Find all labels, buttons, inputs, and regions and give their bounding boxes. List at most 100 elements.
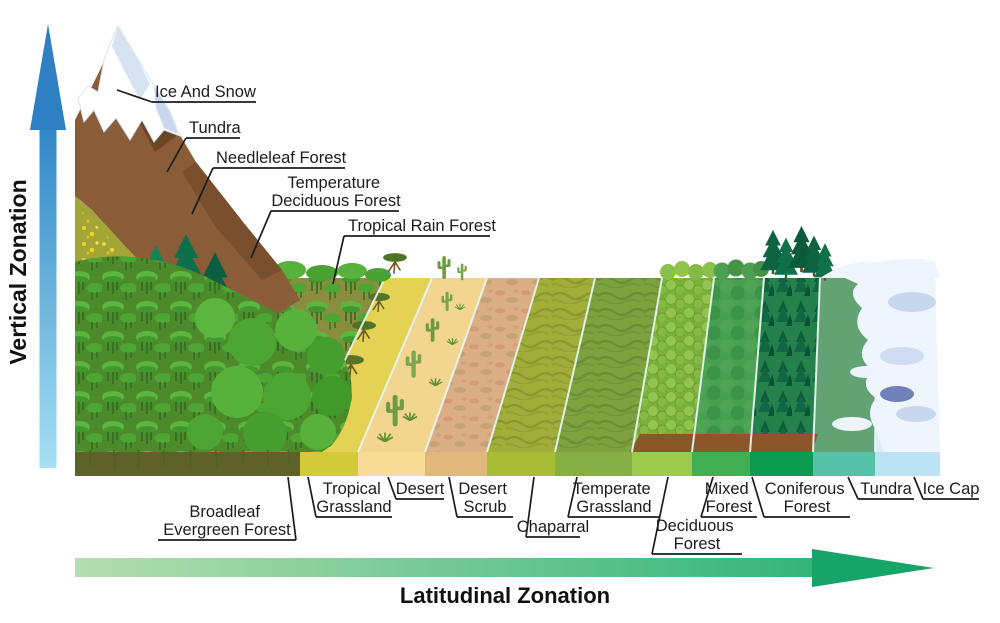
strip-desert xyxy=(358,278,487,452)
leader-tropical-grassland xyxy=(307,476,317,518)
vine-strand xyxy=(112,449,116,469)
band-tropical-grassland xyxy=(300,452,358,476)
vine-strand xyxy=(214,449,218,468)
leader-ice-and-snow xyxy=(116,89,153,103)
leader-desert-scrub xyxy=(448,476,458,518)
label-ice-and-snow: Ice And Snow xyxy=(155,83,256,101)
label-temperate-grassland: Temperate Grassland xyxy=(573,480,656,516)
strip-boundary-line xyxy=(424,278,488,452)
canopy-bump xyxy=(365,268,391,282)
strip-boundary-line xyxy=(812,278,821,452)
strip-boundary-line xyxy=(631,278,663,452)
strip-chaparral-texture xyxy=(487,278,595,452)
canopy-bump xyxy=(337,263,367,279)
canopy-bump xyxy=(306,265,338,281)
terrain-surface xyxy=(75,278,940,452)
band-chaparral xyxy=(487,452,555,476)
mountain-rock-facet xyxy=(182,162,282,280)
leader-temperature-deciduous-forest xyxy=(250,210,272,259)
label-tropical-rain-forest: Tropical Rain Forest xyxy=(348,217,496,235)
strip-deciduous-forest-texture xyxy=(632,278,714,452)
horizontal-arrow-head-icon xyxy=(812,549,934,587)
tree-bump xyxy=(727,259,745,277)
broadleaf-tree-icon xyxy=(187,414,223,450)
band-broadleaf-evergreen-forest xyxy=(75,452,300,476)
mountain xyxy=(75,24,352,462)
cactus-icon xyxy=(457,263,467,281)
snow-cap-shading xyxy=(112,26,150,100)
strip-boundary-line xyxy=(749,278,765,452)
leader-tundra xyxy=(166,137,187,173)
strip-mixed-forest-texture xyxy=(692,278,764,452)
band-mixed-forest xyxy=(692,452,750,476)
leader-tropical-rain-forest xyxy=(332,235,345,285)
snow-shading xyxy=(880,347,924,365)
label-tundra-band: Tundra xyxy=(860,480,912,498)
leader-needleleaf-forest xyxy=(191,167,214,215)
strip-desert-scrub-texture xyxy=(425,278,539,452)
vine-strand xyxy=(189,449,192,469)
vertical-zonation-label: Vertical Zonation xyxy=(5,179,31,364)
leader-desert xyxy=(387,476,397,500)
label-deciduous-forest: Deciduous Forest xyxy=(656,517,739,553)
snow-shading xyxy=(896,406,936,422)
label-coniferous-forest: Coniferous Forest xyxy=(765,480,849,516)
snow-shading xyxy=(888,292,936,312)
bush-bump xyxy=(660,264,676,280)
label-broadleaf-evergreen-forest: Broadleaf Evergreen Forest xyxy=(163,503,291,539)
vertical-zonation-axis: Vertical Zonation xyxy=(5,24,66,468)
snow-ridge xyxy=(820,258,940,278)
strip-temperate-grassland-texture xyxy=(555,278,662,452)
band-temperate-grassland xyxy=(555,452,632,476)
band-ice-cap xyxy=(875,452,940,476)
vine-strand xyxy=(242,449,245,466)
leader-broadleaf-evergreen-forest xyxy=(287,476,297,541)
vertical-arrow-head-icon xyxy=(30,24,66,130)
label-needleleaf-forest: Needleleaf Forest xyxy=(216,149,347,167)
broadleaf-tree-icon xyxy=(300,414,336,450)
label-tundra: Tundra xyxy=(189,119,241,137)
band-coniferous-forest xyxy=(750,452,813,476)
band-deciduous-forest xyxy=(632,452,692,476)
label-desert-scrub: Desert Scrub xyxy=(458,480,511,516)
cactus-icon xyxy=(437,256,451,279)
broadleaf-tree-icon xyxy=(243,412,287,456)
broadleaf-tree-icon xyxy=(275,309,317,351)
leader-deciduous-forest xyxy=(651,476,669,555)
label-tropical-grassland: Tropical Grassland xyxy=(316,480,391,516)
forest-soil-band xyxy=(630,434,818,452)
strip-boundary-line xyxy=(486,278,540,452)
vine-strand xyxy=(162,449,166,467)
band-desert xyxy=(358,452,425,476)
leader-mixed-forest xyxy=(700,476,714,518)
label-desert: Desert xyxy=(396,480,445,498)
biome-color-band xyxy=(75,449,940,476)
strip-boundary-line xyxy=(554,278,596,452)
snow-patch xyxy=(832,417,872,431)
leader-coniferous-forest xyxy=(751,476,765,518)
broadleaf-tree-icon xyxy=(312,376,352,416)
horizontal-arrow-shaft xyxy=(75,558,812,577)
snow-cap-shading xyxy=(154,86,178,134)
broadleaf-tree-icon xyxy=(211,366,263,418)
latitudinal-zonation-axis: Latitudinal Zonation xyxy=(75,549,934,608)
leader-temperate-grassland xyxy=(567,476,578,518)
leader-chaparral xyxy=(525,476,535,538)
bush-bump xyxy=(688,264,704,280)
label-temperature-deciduous-forest: Temperature Deciduous Forest xyxy=(271,174,401,210)
bush-bump xyxy=(674,261,690,277)
band-tundra xyxy=(813,452,875,476)
vine-strand xyxy=(137,449,140,470)
melt-pond xyxy=(880,386,914,402)
vertical-arrow-shaft xyxy=(39,128,57,468)
strip-boundary-line xyxy=(357,278,433,452)
leader-ice-cap xyxy=(913,476,924,500)
broadleaf-tree-icon xyxy=(228,318,276,366)
vine-strand xyxy=(266,449,270,467)
broadleaf-tree-icon xyxy=(263,372,311,420)
back-edge-silhouettes xyxy=(172,226,940,284)
label-ice-cap: Ice Cap xyxy=(923,480,980,498)
hanging-vines xyxy=(89,449,290,470)
